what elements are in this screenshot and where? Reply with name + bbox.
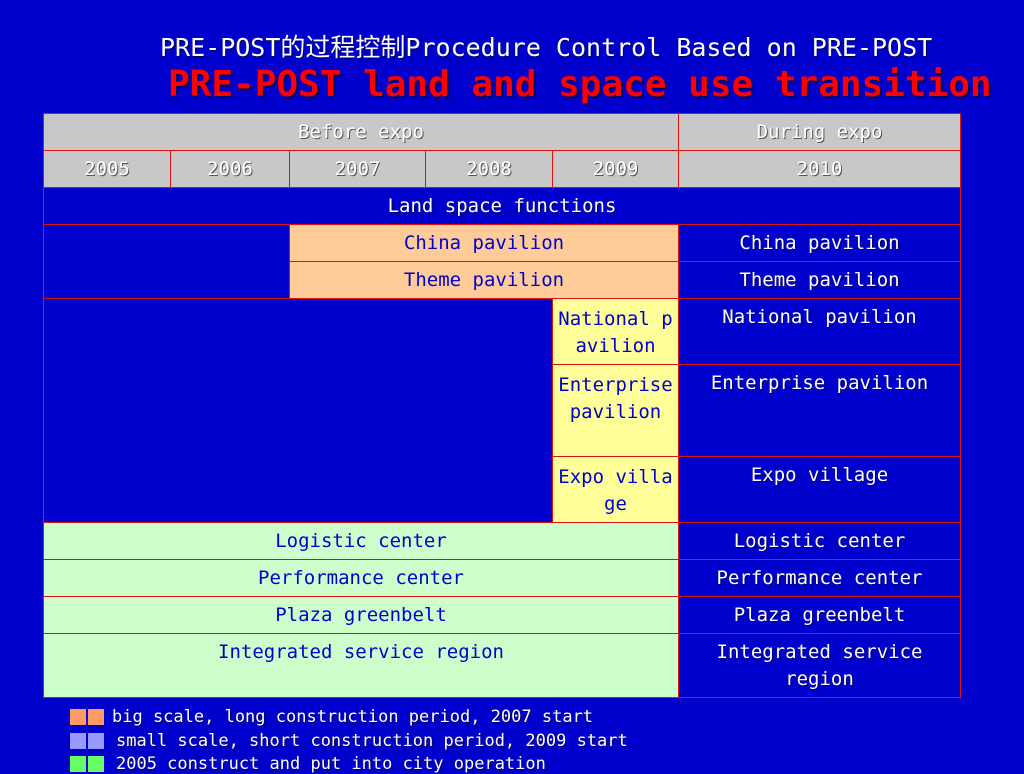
year-row: 2005 2006 2007 2008 2009 2010	[43, 150, 961, 188]
china-pavilion-during: China pavilion	[678, 224, 961, 262]
legend-text: 2005 construct and put into city operati…	[116, 754, 546, 774]
green-swatch	[70, 756, 86, 772]
table-row-plaza: Plaza greenbelt Plaza greenbelt	[43, 596, 961, 634]
china-pavilion-before: China pavilion	[289, 224, 679, 262]
slide-title: PRE-POST land and space use transition	[168, 64, 992, 105]
empty-cell	[43, 298, 553, 523]
legend-item-green: 2005 construct and put into city operati…	[70, 754, 546, 774]
year-2008: 2008	[425, 150, 553, 188]
enterprise-pavilion-before: Enterprise pavilion	[552, 364, 679, 457]
plaza-greenbelt-during: Plaza greenbelt	[678, 596, 961, 634]
table-row-logistic: Logistic center Logistic center	[43, 522, 961, 560]
header-group-row: Before expo During expo	[43, 113, 961, 151]
header-before-expo: Before expo	[43, 113, 679, 151]
table-row-national: National pavilion National pavilion	[43, 298, 961, 523]
table-row-china: China pavilion China pavilion	[43, 224, 961, 299]
year-2006: 2006	[170, 150, 290, 188]
green-swatch	[88, 756, 104, 772]
legend-item-blue: small scale, short construction period, …	[70, 731, 628, 751]
table-row-enterprise: Enterprise pavilion Enterprise pavilion	[44, 364, 961, 457]
year-2005: 2005	[43, 150, 171, 188]
legend-text: small scale, short construction period, …	[116, 731, 628, 751]
plaza-greenbelt-before: Plaza greenbelt	[43, 596, 679, 634]
table-row-performance: Performance center Performance center	[43, 559, 961, 597]
legend-item-orange: big scale, long construction period, 200…	[70, 707, 593, 727]
performance-center-during: Performance center	[678, 559, 961, 597]
year-2010: 2010	[678, 150, 961, 188]
header-during-expo: During expo	[678, 113, 961, 151]
legend-text: big scale, long construction period, 200…	[112, 707, 594, 727]
year-2007: 2007	[289, 150, 426, 188]
integrated-service-during: Integrated service region	[678, 633, 961, 698]
logistic-center-before: Logistic center	[43, 522, 679, 560]
logistic-center-during: Logistic center	[678, 522, 961, 560]
integrated-service-before: Integrated service region	[43, 633, 679, 698]
orange-swatch	[70, 709, 86, 725]
orange-swatch	[88, 709, 104, 725]
expo-village-before: Expo village	[552, 456, 679, 523]
table-row-village: Expo village Expo village	[44, 456, 961, 523]
blue-swatch	[88, 733, 104, 749]
national-pavilion-before: National pavilion	[552, 298, 679, 365]
empty-cell	[43, 224, 290, 299]
table-row-theme: Theme pavilion Theme pavilion	[44, 261, 961, 299]
theme-pavilion-during: Theme pavilion	[678, 261, 961, 299]
theme-pavilion-before: Theme pavilion	[289, 261, 679, 299]
transition-table: Before expo During expo 2005 2006 2007 2…	[43, 113, 961, 698]
enterprise-pavilion-during: Enterprise pavilion	[678, 364, 961, 457]
year-2009: 2009	[552, 150, 679, 188]
table-row-integrated: Integrated service region Integrated ser…	[43, 633, 961, 698]
slide-subtitle: PRE-POST的过程控制Procedure Control Based on …	[160, 33, 933, 62]
expo-village-during: Expo village	[678, 456, 961, 523]
blue-swatch	[70, 733, 86, 749]
section-row: Land space functions	[43, 187, 961, 225]
section-label: Land space functions	[43, 187, 961, 225]
performance-center-before: Performance center	[43, 559, 679, 597]
national-pavilion-during: National pavilion	[678, 298, 961, 365]
